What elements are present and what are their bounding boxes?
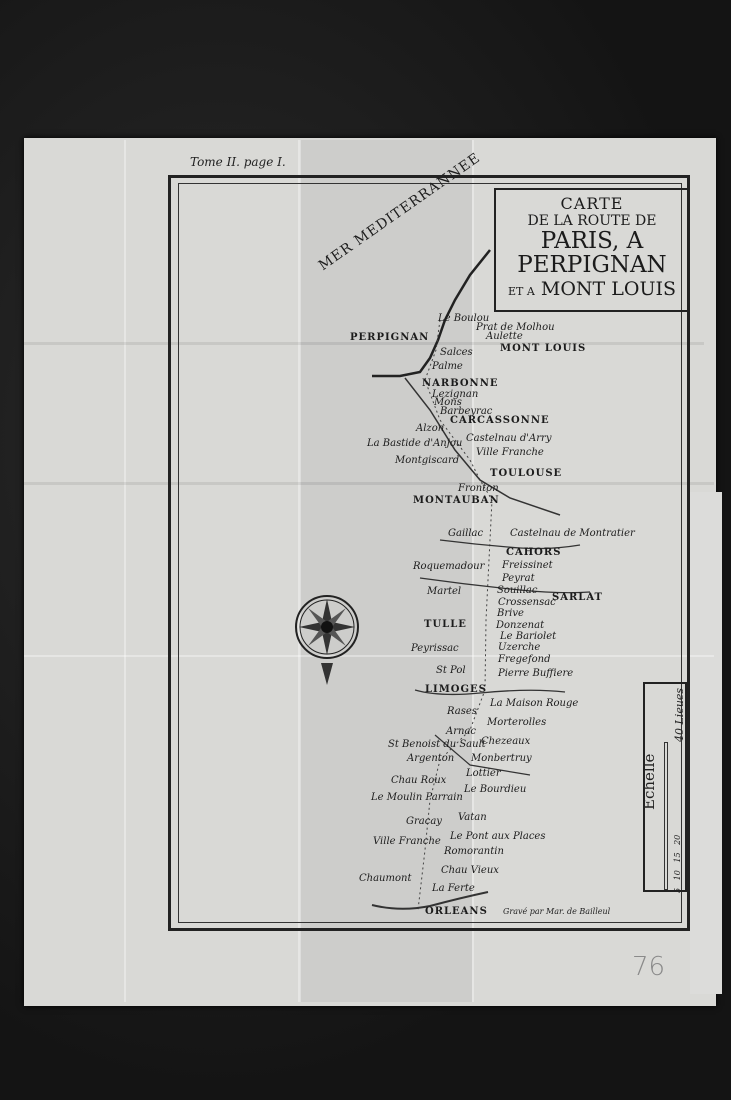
place-label: Alzon: [416, 423, 445, 434]
place-label: Argenton: [407, 753, 455, 764]
place-label: ORLEANS: [425, 906, 488, 917]
place-label: Crossensac: [498, 597, 556, 608]
scale-ticks: 5 10 15 20: [673, 834, 682, 893]
place-label: CAHORS: [506, 547, 562, 558]
river: [414, 689, 566, 696]
place-label: Barbeyrac: [440, 406, 493, 417]
fold-line: [24, 482, 714, 485]
pencil-note: 76: [632, 952, 666, 982]
place-label: Prat de Molhou: [476, 322, 555, 333]
place-label: Montgiscard: [395, 455, 460, 466]
map-sheet: [24, 138, 716, 1006]
place-label: Le Bariolet: [500, 631, 557, 642]
place-label: Peyrat: [502, 573, 535, 584]
scale-cartouche: [643, 682, 687, 892]
place-label: Salces: [440, 347, 473, 358]
compass-rose-icon: [295, 595, 359, 685]
place-label: Palme: [432, 361, 463, 372]
place-label: PERPIGNAN: [350, 332, 430, 343]
river: [434, 734, 531, 776]
place-label: Donzenat: [496, 620, 545, 631]
place-label: MONTAUBAN: [413, 495, 500, 506]
place-label: Martel: [427, 586, 462, 597]
place-label: Gracay: [406, 816, 442, 827]
place-label: Roquemadour: [413, 561, 485, 572]
place-label: Chezeaux: [481, 736, 531, 747]
place-label: SARLAT: [552, 592, 603, 603]
place-label: Vatan: [458, 812, 487, 823]
place-label: Aulette: [486, 331, 523, 342]
fold-line: [298, 140, 301, 1002]
place-label: Ville Franche: [373, 836, 441, 847]
place-label: TULLE: [424, 619, 467, 630]
place-label: Chaumont: [359, 873, 412, 884]
place-label: Peyrissac: [411, 643, 459, 654]
fold-line: [24, 342, 704, 345]
fold-line: [472, 140, 474, 1002]
place-label: Freissinet: [502, 560, 553, 571]
place-label: Le Pont aux Places: [450, 831, 546, 842]
tome-label: Tome II. page I.: [190, 155, 286, 169]
road: [417, 319, 493, 911]
place-label: La Ferte: [432, 883, 475, 894]
title-line: ET A MONT LOUIS: [496, 277, 688, 304]
place-label: Lezignan: [432, 389, 479, 400]
place-label: Romorantin: [444, 846, 504, 857]
scale-unit: 40 Lieues: [673, 687, 686, 742]
place-label: MONT LOUIS: [500, 343, 587, 354]
place-label: LIMOGES: [425, 684, 487, 695]
scale-bar: [664, 742, 668, 890]
place-label: Morterolles: [487, 717, 547, 728]
engraver-credit: Gravé par Mar. de Bailleul: [503, 907, 611, 916]
river-loire: [371, 891, 489, 910]
place-label: St Pol: [436, 665, 466, 676]
title-line: DE LA ROUTE DE: [527, 213, 657, 229]
title-cartouche: CARTE DE LA ROUTE DE PARIS, A PERPIGNAN …: [494, 188, 690, 312]
fold-panel: [300, 140, 472, 1002]
river: [404, 377, 561, 516]
place-label: Monbertruy: [471, 753, 532, 764]
title-line: PARIS, A: [540, 228, 644, 254]
fold-line: [24, 655, 714, 657]
title-prefix: ET A: [508, 285, 535, 298]
place-label: Fregefond: [498, 654, 551, 665]
place-label: Brive: [497, 608, 524, 619]
place-label: Mons: [434, 397, 462, 408]
title-line: CARTE: [560, 194, 624, 213]
place-label: Chau Vieux: [441, 865, 499, 876]
place-label: Castelnau de Montratier: [510, 528, 635, 539]
place-label: Arnac: [446, 726, 477, 737]
river: [419, 577, 591, 594]
place-label: Chau Roux: [391, 775, 447, 786]
map-border: [168, 175, 690, 931]
title-line: PERPIGNAN: [517, 252, 667, 278]
river: [439, 539, 581, 550]
place-label: TOULOUSE: [490, 468, 563, 479]
place-label: Fronton: [458, 483, 499, 494]
place-label: Pierre Buffiere: [498, 668, 574, 679]
place-label: Uzerche: [498, 642, 541, 653]
place-label: La Bastide d'Anjou: [367, 438, 463, 449]
place-label: Castelnau d'Arry: [466, 433, 552, 444]
place-label: NARBONNE: [422, 378, 499, 389]
place-label: Le Boulou: [438, 313, 490, 324]
coastline: [372, 249, 491, 378]
fold-line: [124, 140, 126, 1002]
place-label: Rases: [447, 706, 477, 717]
place-label: La Maison Rouge: [490, 698, 579, 709]
place-label: Souillac: [497, 585, 538, 596]
place-label: St Benoist du Sault: [388, 739, 486, 750]
place-label: CARCASSONNE: [450, 415, 550, 426]
place-label: Ville Franche: [476, 447, 544, 458]
map-inner-border: [178, 183, 682, 923]
place-label: Le Moulin Parrain: [371, 792, 463, 803]
scale-label: Echelle: [640, 753, 658, 810]
place-label: Gaillac: [448, 528, 484, 539]
paper-flap: [690, 492, 722, 994]
title-line-text: MONT LOUIS: [540, 278, 676, 300]
place-label: Lottier: [466, 768, 501, 779]
place-label: Le Bourdieu: [464, 784, 527, 795]
